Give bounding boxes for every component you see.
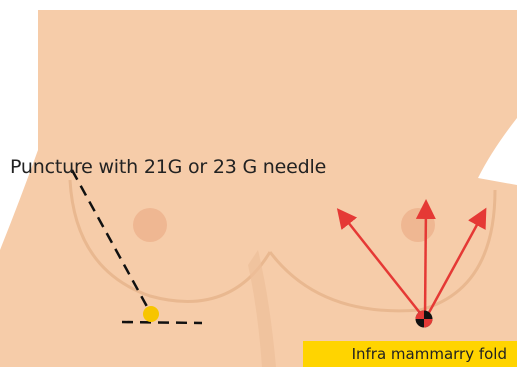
arrow-center xyxy=(425,204,426,318)
left-nipple xyxy=(133,208,167,242)
puncture-label: Puncture with 21G or 23 G needle xyxy=(10,156,326,178)
right-nipple xyxy=(401,208,435,242)
puncture-point xyxy=(143,306,159,322)
entry-marker-icon xyxy=(416,311,433,328)
infra-mammary-fold-label: Infra mammarry fold xyxy=(303,341,517,367)
